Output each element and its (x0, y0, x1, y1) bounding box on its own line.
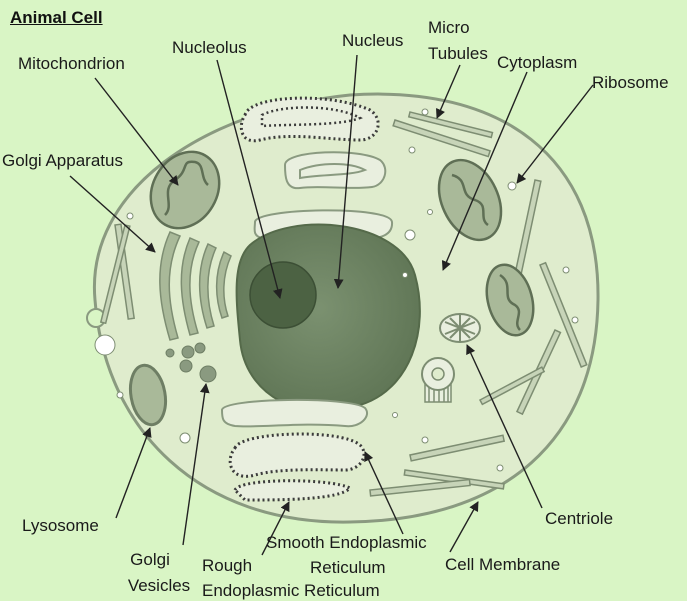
golgi-vesicles-shape (165, 342, 217, 383)
label-cytoplasm: Cytoplasm (497, 53, 578, 72)
label-golgi-vesicles-line1: Golgi (130, 550, 170, 569)
arrow-golgi-vesicles (182, 383, 210, 546)
label-rough-er-line2: Endoplasmic Reticulum (202, 581, 380, 600)
label-nucleolus: Nucleolus (172, 38, 247, 57)
smooth-er-top (283, 151, 387, 190)
label-smooth-er-line1: Smooth Endoplasmic (266, 533, 427, 552)
arrow-nucleolus (216, 59, 283, 299)
rough-er-top (239, 96, 380, 143)
ribosomes (94, 108, 579, 472)
arrow-nucleus (333, 54, 358, 289)
centriole-shape (421, 313, 481, 403)
arrow-cell-membrane (449, 501, 479, 553)
arrow-cytoplasm (441, 71, 528, 271)
arrow-golgi-apparatus (69, 175, 156, 253)
arrow-rough-er (261, 501, 290, 556)
mitochondrion-right-bottom (485, 263, 535, 337)
arrow-centriole (466, 344, 543, 509)
diagram-title: Animal Cell (10, 8, 103, 27)
label-micro-tubules-line2: Tubules (428, 44, 488, 63)
label-centriole: Centriole (545, 509, 614, 528)
arrow-mitochondrion (94, 77, 179, 186)
arrow-lysosome (115, 427, 152, 519)
label-ribosome: Ribosome (592, 73, 669, 92)
arrow-micro-tubules (436, 64, 461, 119)
label-mitochondrion: Mitochondrion (18, 54, 125, 73)
label-cell-membrane: Cell Membrane (445, 555, 561, 574)
mitochondrion-right-top (437, 158, 503, 242)
label-golgi-apparatus: Golgi Apparatus (2, 151, 123, 170)
rough-er-bottom (228, 432, 366, 502)
golgi-apparatus-shape (159, 231, 232, 341)
leader-arrows (69, 54, 594, 556)
label-smooth-er-line2: Reticulum (310, 558, 386, 577)
arrow-smooth-er (364, 451, 404, 535)
label-micro-tubules-line1: Micro (428, 18, 470, 37)
label-rough-er-line1: Rough (202, 556, 253, 575)
smooth-er-bottom (220, 398, 368, 428)
label-lysosome: Lysosome (22, 516, 99, 535)
nucleolus-shape (249, 261, 317, 329)
lysosome-shape (128, 363, 168, 427)
microtubules (99, 111, 588, 497)
label-golgi-vesicles-line2: Vesicles (127, 576, 191, 595)
label-nucleus: Nucleus (342, 31, 404, 50)
arrow-ribosome (516, 84, 594, 184)
